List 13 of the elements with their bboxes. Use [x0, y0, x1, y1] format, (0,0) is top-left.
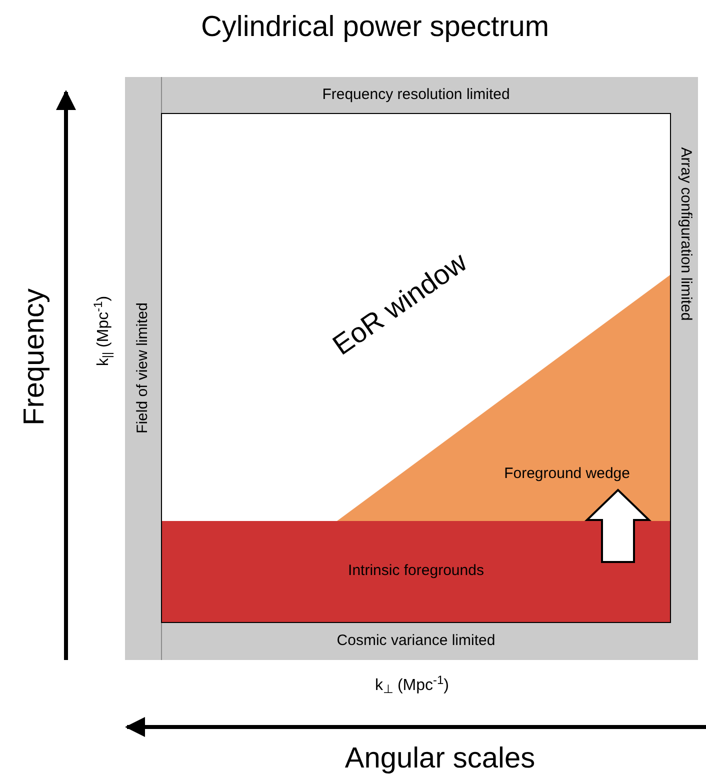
region-label: Intrinsic foregrounds — [348, 561, 484, 582]
band-label: Array configuration limited — [676, 147, 696, 321]
band-label: Cosmic variance limited — [336, 630, 496, 651]
axis-label: Frequency — [17, 288, 52, 426]
axis-label: k$_{⊥}$ (Mpc$^{-1}$) — [375, 674, 449, 698]
region-label: Foreground wedge — [504, 464, 630, 484]
diagram-title: Cylindrical power spectrum — [200, 10, 550, 45]
block-arrow — [584, 488, 652, 563]
band-label: Frequency resolution limited — [322, 85, 510, 106]
band-label: Field of view limited — [132, 302, 152, 434]
intrinsic-foregrounds-band — [162, 521, 670, 622]
axis-label: Angular scales — [344, 741, 536, 776]
plot-area — [161, 113, 671, 623]
